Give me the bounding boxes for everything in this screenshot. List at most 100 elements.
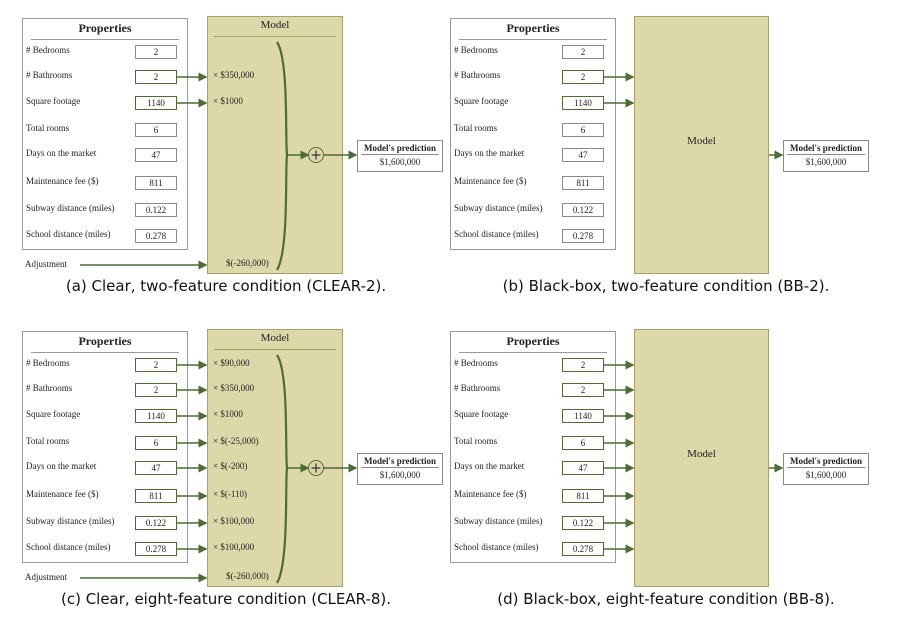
model-box: Model — [207, 16, 343, 274]
adjustment-value: $(-260,000) — [226, 571, 269, 581]
feature-label: Subway distance (miles) — [454, 203, 543, 213]
model-box: Model — [634, 16, 769, 274]
model-divider — [214, 36, 336, 37]
feature-value-field[interactable]: 0.122 — [135, 203, 177, 217]
feature-value-field[interactable]: 47 — [562, 461, 604, 475]
feature-value-field[interactable]: 0.122 — [135, 516, 177, 530]
coefficient-label: × $(-200) — [213, 461, 248, 471]
feature-value-field[interactable]: 811 — [562, 176, 604, 190]
feature-value-field[interactable]: 6 — [135, 123, 177, 137]
coefficient-label: × $350,000 — [213, 70, 255, 80]
feature-value-field[interactable]: 47 — [562, 148, 604, 162]
feature-label: School distance (miles) — [26, 542, 111, 552]
model-box: Model — [207, 329, 343, 587]
model-divider — [214, 349, 336, 350]
feature-value-field[interactable]: 1140 — [135, 96, 177, 110]
properties-title: Properties — [78, 21, 132, 35]
feature-label: Days on the market — [454, 148, 525, 158]
feature-label: # Bedrooms — [454, 358, 498, 368]
coefficient-label: × $1000 — [213, 96, 243, 106]
panel-caption: (d) Black-box, eight-feature condition (… — [497, 590, 835, 608]
feature-value-field[interactable]: 811 — [135, 489, 177, 503]
feature-label: Total rooms — [454, 123, 498, 133]
feature-value-field[interactable]: 2 — [135, 358, 177, 372]
adjustment-value: $(-260,000) — [226, 258, 269, 268]
feature-value-field[interactable]: 2 — [562, 45, 604, 59]
prediction-title: Model's prediction — [361, 455, 439, 468]
feature-value-field[interactable]: 0.278 — [562, 542, 604, 556]
feature-label: School distance (miles) — [454, 229, 539, 239]
feature-label: School distance (miles) — [26, 229, 111, 239]
feature-label: Total rooms — [454, 436, 498, 446]
model-title: Model — [260, 332, 290, 344]
feature-value-field[interactable]: 0.278 — [562, 229, 604, 243]
model-title: Model — [687, 135, 716, 147]
feature-label: Square footage — [454, 96, 509, 106]
feature-value-field[interactable]: 1140 — [562, 96, 604, 110]
properties-divider — [459, 39, 607, 40]
feature-value-field[interactable]: 6 — [562, 436, 604, 450]
prediction-value: $1,600,000 — [379, 157, 421, 167]
feature-label: Subway distance (miles) — [454, 516, 543, 526]
properties-divider — [31, 352, 179, 353]
feature-label: # Bedrooms — [454, 45, 498, 55]
feature-label: Maintenance fee ($) — [26, 489, 99, 499]
panel-caption: (a) Clear, two-feature condition (CLEAR-… — [65, 277, 387, 295]
prediction-value: $1,600,000 — [805, 470, 847, 480]
feature-label: # Bathrooms — [26, 383, 73, 393]
feature-value-field[interactable]: 47 — [135, 461, 177, 475]
feature-value-field[interactable]: 0.122 — [562, 516, 604, 530]
coefficient-label: × $(-110) — [213, 489, 247, 499]
feature-label: Square footage — [26, 96, 81, 106]
feature-label: School distance (miles) — [454, 542, 539, 552]
feature-label: Square footage — [454, 409, 509, 419]
properties-divider — [31, 39, 179, 40]
feature-label: # Bathrooms — [454, 70, 501, 80]
properties-title: Properties — [78, 334, 132, 348]
properties-title: Properties — [506, 21, 560, 35]
prediction-box: Model's prediction$1,600,000 — [357, 453, 443, 485]
coefficient-label: × $1000 — [213, 409, 243, 419]
feature-value-field[interactable]: 2 — [562, 358, 604, 372]
feature-value-field[interactable]: 6 — [135, 436, 177, 450]
feature-label: # Bedrooms — [26, 45, 70, 55]
feature-label: Days on the market — [26, 461, 97, 471]
prediction-value: $1,600,000 — [805, 157, 847, 167]
feature-label: Days on the market — [26, 148, 97, 158]
feature-value-field[interactable]: 2 — [562, 383, 604, 397]
properties-divider — [459, 352, 607, 353]
prediction-title: Model's prediction — [361, 142, 439, 155]
feature-value-field[interactable]: 6 — [562, 123, 604, 137]
panel-caption: (c) Clear, eight-feature condition (CLEA… — [60, 590, 392, 608]
feature-value-field[interactable]: 811 — [562, 489, 604, 503]
feature-label: Square footage — [26, 409, 81, 419]
feature-value-field[interactable]: 1140 — [135, 409, 177, 423]
adjustment-label: Adjustment — [25, 572, 67, 582]
coefficient-label: × $350,000 — [213, 383, 255, 393]
model-box: Model — [634, 329, 769, 587]
model-title: Model — [687, 448, 716, 460]
feature-label: # Bathrooms — [26, 70, 73, 80]
feature-label: Maintenance fee ($) — [26, 176, 99, 186]
feature-value-field[interactable]: 2 — [135, 70, 177, 84]
feature-value-field[interactable]: 2 — [135, 45, 177, 59]
feature-value-field[interactable]: 0.278 — [135, 229, 177, 243]
feature-label: Maintenance fee ($) — [454, 489, 527, 499]
feature-value-field[interactable]: 0.122 — [562, 203, 604, 217]
feature-value-field[interactable]: 811 — [135, 176, 177, 190]
prediction-title: Model's prediction — [787, 142, 865, 155]
feature-value-field[interactable]: 0.278 — [135, 542, 177, 556]
model-title: Model — [260, 19, 290, 31]
coefficient-label: × $90,000 — [213, 358, 250, 368]
feature-value-field[interactable]: 1140 — [562, 409, 604, 423]
feature-value-field[interactable]: 2 — [135, 383, 177, 397]
panel-caption: (b) Black-box, two-feature condition (BB… — [502, 277, 830, 295]
prediction-box: Model's prediction$1,600,000 — [783, 453, 869, 485]
feature-label: Days on the market — [454, 461, 525, 471]
feature-label: Total rooms — [26, 123, 70, 133]
feature-value-field[interactable]: 2 — [562, 70, 604, 84]
feature-value-field[interactable]: 47 — [135, 148, 177, 162]
